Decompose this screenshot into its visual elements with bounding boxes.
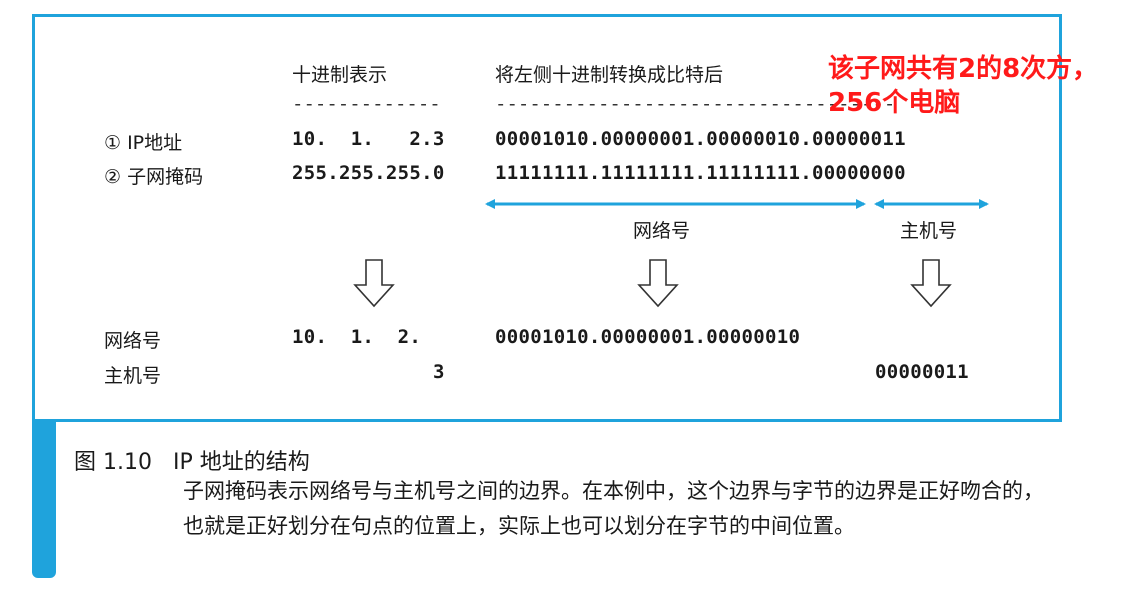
network-number-span-label: 网络号 (633, 220, 691, 242)
diagram-frame (32, 14, 1062, 422)
subnet-mask-decimal: 255.255.255.0 (292, 162, 445, 184)
host-number-decimal: 3 (433, 361, 445, 383)
network-number-decimal: 10. 1. 2. (292, 326, 422, 348)
network-number-binary: 00001010.00000001.00000010 (495, 326, 801, 348)
host-number-span-label: 主机号 (900, 220, 958, 242)
network-number-label: 网络号 (104, 330, 162, 352)
binary-heading: 将左侧十进制转换成比特后 (495, 64, 724, 86)
annotation-line-2: 256个电脑 (828, 88, 961, 118)
host-number-label: 主机号 (104, 365, 162, 387)
down-arrow-icon (353, 259, 395, 308)
figure-caption-title: 图 1.10 IP 地址的结构 (74, 450, 310, 475)
decimal-heading: 十进制表示 (292, 64, 388, 86)
down-arrow-icon (637, 259, 679, 308)
binary-heading-divider: ----------------------------------- (495, 93, 896, 115)
annotation-line-1: 该子网共有2的8次方， (828, 54, 1099, 84)
ip-address-decimal: 10. 1. 2.3 (292, 128, 445, 150)
subnet-mask-binary: 11111111.11111111.11111111.00000000 (495, 162, 906, 184)
ip-address-label: ① IP地址 (104, 132, 183, 154)
figure-caption-body: 子网掩码表示网络号与主机号之间的边界。在本例中，这个边界与字节的边界是正好吻合的… (183, 479, 1044, 538)
ip-address-binary: 00001010.00000001.00000010.00000011 (495, 128, 906, 150)
down-arrow-icon (910, 259, 952, 308)
decimal-heading-divider: ------------- (292, 93, 441, 115)
caption-sidebar-bar (32, 422, 56, 578)
host-number-binary: 00000011 (875, 361, 969, 383)
subnet-mask-label: ② 子网掩码 (104, 166, 204, 188)
